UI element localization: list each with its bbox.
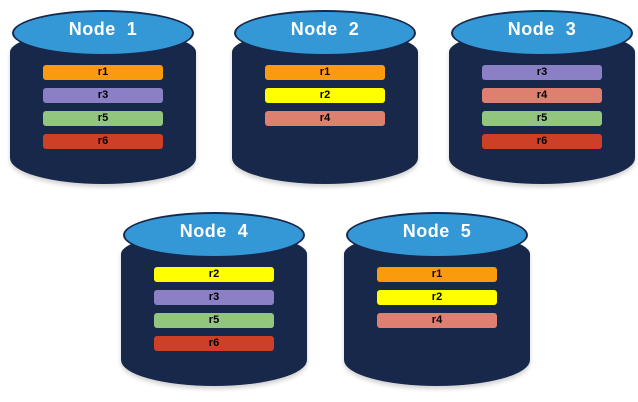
- database-node-5[interactable]: Node 5 r1 r2 r4: [344, 210, 530, 386]
- replica-bar-r5[interactable]: r5: [43, 111, 163, 126]
- database-node-3[interactable]: Node 3 r3 r4 r5 r6: [449, 8, 635, 184]
- node-title: Node 3: [507, 19, 577, 39]
- replica-bar-r1[interactable]: r1: [377, 267, 497, 282]
- database-node-4[interactable]: Node 4 r2 r3 r5 r6: [121, 210, 307, 386]
- cylinder-top-ellipse: [451, 10, 633, 56]
- replica-bar-r1[interactable]: r1: [265, 65, 385, 80]
- replica-bar-r2[interactable]: r2: [154, 267, 274, 282]
- cylinder-top-ellipse: [234, 10, 416, 56]
- cylinder-top-ellipse: [346, 212, 528, 258]
- replica-bar-r3[interactable]: r3: [154, 290, 274, 305]
- replica-bar-r6[interactable]: r6: [482, 134, 602, 149]
- database-node-1[interactable]: Node 1 r1 r3 r5 r6: [10, 8, 196, 184]
- replica-bar-r4[interactable]: r4: [377, 313, 497, 328]
- replica-list: r1 r2 r4: [265, 65, 385, 126]
- node-title: Node 1: [68, 19, 138, 39]
- replica-bar-r2[interactable]: r2: [265, 88, 385, 103]
- replica-bar-r5[interactable]: r5: [154, 313, 274, 328]
- replica-list: r1 r3 r5 r6: [43, 65, 163, 149]
- cylinder-top-ellipse: [123, 212, 305, 258]
- replica-bar-r6[interactable]: r6: [43, 134, 163, 149]
- replica-bar-r3[interactable]: r3: [482, 65, 602, 80]
- node-title: Node 4: [179, 221, 249, 241]
- replica-list: r2 r3 r5 r6: [154, 267, 274, 351]
- node-title: Node 5: [402, 221, 472, 241]
- replica-bar-r4[interactable]: r4: [482, 88, 602, 103]
- node-title: Node 2: [290, 19, 360, 39]
- replica-bar-r3[interactable]: r3: [43, 88, 163, 103]
- replica-list: r1 r2 r4: [377, 267, 497, 328]
- database-node-2[interactable]: Node 2 r1 r2 r4: [232, 8, 418, 184]
- replica-bar-r1[interactable]: r1: [43, 65, 163, 80]
- replica-bar-r5[interactable]: r5: [482, 111, 602, 126]
- replica-list: r3 r4 r5 r6: [482, 65, 602, 149]
- cylinder-top-ellipse: [12, 10, 194, 56]
- replica-bar-r4[interactable]: r4: [265, 111, 385, 126]
- replica-bar-r6[interactable]: r6: [154, 336, 274, 351]
- replica-bar-r2[interactable]: r2: [377, 290, 497, 305]
